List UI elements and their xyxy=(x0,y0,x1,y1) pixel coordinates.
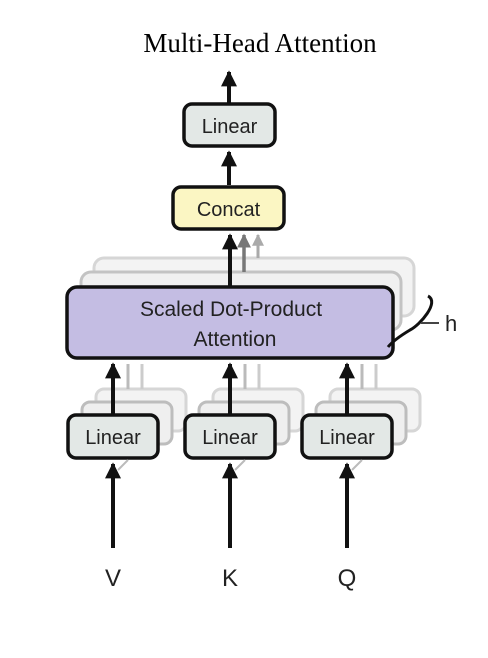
linear-v-label: Linear xyxy=(85,427,141,449)
input-k-label: K xyxy=(222,565,238,592)
heads-bracket-icon xyxy=(386,294,434,348)
concat-box xyxy=(171,185,286,231)
input-v-label: V xyxy=(105,565,121,592)
attention-label-line1: Scaled Dot-Product xyxy=(140,298,322,321)
linear-q-box xyxy=(300,413,394,460)
input-arrow-shadows xyxy=(117,459,363,471)
heads-label: h xyxy=(445,311,457,336)
linear-q-label: Linear xyxy=(319,427,375,449)
concat-label: Concat xyxy=(197,199,261,221)
top-linear-label: Linear xyxy=(202,116,258,138)
attention-box xyxy=(65,285,395,360)
linear-k-label: Linear xyxy=(202,427,258,449)
top-linear-box xyxy=(182,102,277,148)
input-q-label: Q xyxy=(338,565,357,592)
linear-v-box xyxy=(66,413,160,460)
diagram-title: Multi-Head Attention xyxy=(143,28,377,58)
linear-to-attention-back-arrows xyxy=(126,364,378,389)
attention-label-line2: Attention xyxy=(194,328,277,351)
linear-k-box xyxy=(183,413,277,460)
